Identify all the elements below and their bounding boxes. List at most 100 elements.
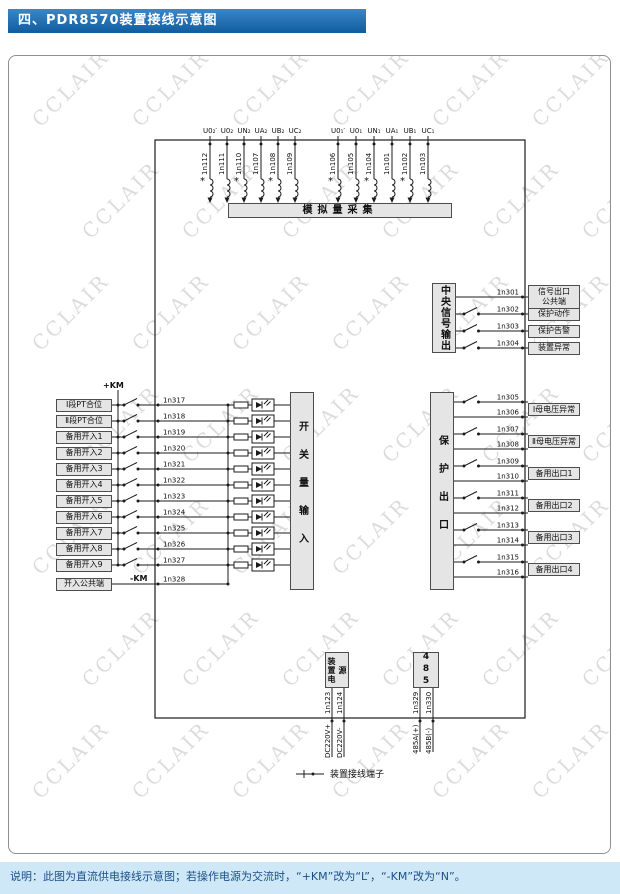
- protection-output-label: 备用出口3: [528, 531, 580, 544]
- contact-blade: [123, 526, 138, 534]
- input-signal-label: Ⅱ段PT合位: [56, 414, 112, 428]
- contact-blade: [463, 324, 478, 332]
- signal-output-label: 保护动作: [528, 307, 580, 321]
- terminal-point: [431, 719, 435, 723]
- terminal-point: [372, 142, 376, 146]
- terminal-point: [521, 496, 524, 500]
- protection-output-label: Ⅱ母电压异常: [528, 435, 580, 448]
- terminal-label: 1n306: [497, 409, 520, 417]
- terminal-point: [521, 511, 524, 515]
- terminal-label: 1n322: [163, 477, 185, 485]
- contact-blade: [123, 430, 138, 438]
- led-icon: [256, 418, 262, 424]
- terminal-point: [116, 547, 120, 551]
- input-signal-label: 备用开入7: [56, 526, 112, 540]
- signal-label: U0₂′: [203, 127, 217, 135]
- power-signal-label: DC220V-: [336, 727, 344, 758]
- terminal-label: 1n106: [329, 152, 337, 175]
- arrow-down-icon: [389, 197, 395, 203]
- contact-blade: [123, 462, 138, 470]
- plus-km-label: +KM: [103, 381, 124, 390]
- terminal-point: [521, 575, 524, 579]
- signal-output-label: 保护告警: [528, 324, 580, 338]
- input-signal-label: 备用开入5: [56, 494, 112, 508]
- signal-label: U0₁′: [331, 127, 345, 135]
- terminal-point: [521, 295, 524, 299]
- terminal-point: [521, 329, 524, 333]
- input-signal-label: 备用开入3: [56, 462, 112, 476]
- led-icon: [256, 450, 262, 456]
- power-box: 装置电源: [325, 652, 349, 688]
- terminal-label: 1n318: [163, 413, 185, 421]
- contact-blade: [123, 414, 138, 422]
- contact-blade: [463, 307, 478, 315]
- led-ray: [266, 433, 271, 438]
- device-outline: [154, 139, 526, 719]
- protection-output-label: 备用出口4: [528, 563, 580, 576]
- arrow-down-icon: [425, 197, 431, 203]
- polarity-mark: *: [328, 176, 333, 187]
- led-icon: [256, 466, 262, 472]
- terminal-point: [521, 432, 524, 436]
- terminal-label: 1n301: [497, 289, 519, 297]
- led-ray: [266, 465, 271, 470]
- contact-blade: [463, 395, 478, 403]
- led-ray: [266, 449, 271, 454]
- polarity-mark: *: [234, 176, 239, 187]
- terminal-label: 1n323: [163, 493, 185, 501]
- terminal-label: 1n317: [163, 397, 185, 405]
- analog-acquisition-box: 模拟量采集: [228, 203, 452, 218]
- input-signal-label: Ⅰ段PT合位: [56, 398, 112, 412]
- input-common-label: 开入公共端: [56, 577, 112, 591]
- led-ray: [266, 481, 271, 486]
- pt-coil: [209, 178, 214, 198]
- terminal-label: 1n313: [497, 522, 519, 530]
- terminal-label: 1n304: [497, 340, 520, 348]
- led-icon: [256, 562, 262, 568]
- led-ray: [263, 399, 269, 405]
- contact-blade: [123, 446, 138, 454]
- arrow-down-icon: [258, 197, 264, 203]
- terminal-point: [116, 483, 120, 487]
- terminal-label: 1n326: [163, 541, 186, 549]
- terminal-label: 1n303: [497, 323, 519, 331]
- terminal-point: [116, 515, 120, 519]
- terminal-point: [116, 499, 120, 503]
- terminal-point: [521, 400, 524, 404]
- terminal-label: 1n315: [497, 554, 519, 562]
- terminal-point: [116, 403, 120, 407]
- signal-label: U0₂: [221, 127, 234, 135]
- terminal-point: [116, 467, 120, 471]
- led-icon: [256, 514, 262, 520]
- terminal-point: [521, 543, 524, 547]
- input-signal-label: 备用开入1: [56, 430, 112, 444]
- contact-blade: [463, 427, 478, 435]
- page-title: 四、PDR8570装置接线示意图: [8, 9, 366, 33]
- power-signal-label: DC220V+: [324, 724, 332, 758]
- terminal-point: [242, 142, 246, 146]
- led-icon: [256, 402, 262, 408]
- signal-label: UC₁: [422, 127, 435, 135]
- led-ray: [263, 431, 269, 437]
- led-ray: [266, 561, 271, 566]
- terminal-point: [116, 563, 120, 567]
- central-signal-box: 中央信号输出: [432, 283, 456, 353]
- pt-coil: [373, 178, 378, 198]
- arrow-down-icon: [224, 197, 230, 203]
- signal-label: UB₁: [404, 127, 417, 135]
- contact-blade: [123, 398, 138, 406]
- terminal-point: [521, 447, 524, 451]
- contact-blade: [463, 523, 478, 531]
- terminal-point: [354, 142, 358, 146]
- signal-common-label: 信号出口 公共端: [528, 285, 580, 309]
- led-ray: [263, 559, 269, 565]
- pt-coil: [409, 178, 414, 198]
- terminal-label: 1n108: [269, 153, 277, 175]
- arrow-down-icon: [335, 197, 341, 203]
- terminal-label: 1n311: [497, 490, 519, 498]
- arrow-down-icon: [353, 197, 359, 203]
- input-signal-label: 备用开入6: [56, 510, 112, 524]
- led-ray: [263, 511, 269, 517]
- led-ray: [263, 495, 269, 501]
